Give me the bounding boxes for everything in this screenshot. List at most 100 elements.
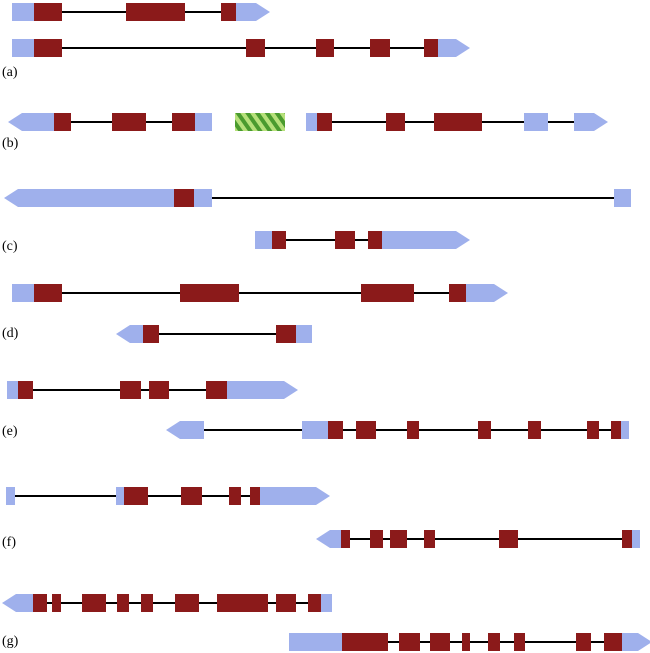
exon-block <box>126 3 185 21</box>
utr-arrow-right <box>234 3 270 21</box>
utr-arrow-right <box>224 381 298 399</box>
panel-label-e: (e) <box>2 424 18 439</box>
exon-block <box>399 633 420 651</box>
utr-arrow-right <box>258 487 330 505</box>
utr-block <box>12 39 36 57</box>
exon-block <box>206 381 227 399</box>
exon-block <box>149 381 169 399</box>
utr-arrow-right <box>618 633 650 651</box>
exon-block <box>120 381 141 399</box>
exon-block <box>514 633 525 651</box>
exon-block <box>356 421 376 439</box>
exon-block <box>434 113 482 131</box>
exon-block <box>141 594 153 612</box>
utr-block <box>12 3 36 21</box>
exon-block <box>478 421 491 439</box>
exon-block <box>229 487 241 505</box>
utr-arrow-left <box>116 325 146 343</box>
panel-label-f: (f) <box>2 535 16 550</box>
exon-block <box>246 39 265 57</box>
exon-block <box>604 633 622 651</box>
utr-block <box>195 113 212 131</box>
exon-block <box>341 530 350 548</box>
utr-arrow-left <box>4 189 178 207</box>
exon-block <box>488 633 500 651</box>
exon-block <box>317 113 332 131</box>
exon-block <box>276 325 296 343</box>
exon-block <box>424 39 438 57</box>
exon-block <box>250 487 260 505</box>
exon-block <box>54 113 71 131</box>
exon-block <box>328 421 343 439</box>
exon-block <box>181 487 202 505</box>
exon-block <box>34 284 62 302</box>
panel-label-a: (a) <box>2 65 18 80</box>
utr-arrow-left <box>8 113 56 131</box>
exon-block <box>18 381 33 399</box>
exon-block <box>622 530 632 548</box>
utr-arrow-left <box>316 530 344 548</box>
exon-block <box>370 39 390 57</box>
utr-arrow-left <box>2 594 36 612</box>
utr-block <box>306 113 320 131</box>
exon-block <box>576 633 591 651</box>
panel-label-g: (g) <box>2 634 19 649</box>
utr-block <box>524 113 548 131</box>
utr-block <box>294 325 312 343</box>
exon-block <box>143 325 159 343</box>
exon-block <box>386 113 405 131</box>
utr-block <box>320 594 332 612</box>
exon-block <box>342 633 388 651</box>
utr-block <box>614 189 631 207</box>
utr-arrow-right <box>437 39 470 57</box>
exon-block <box>33 594 47 612</box>
utr-block <box>618 421 629 439</box>
exon-block <box>34 39 62 57</box>
utr-block <box>12 284 36 302</box>
exon-block <box>316 39 334 57</box>
striped-element <box>235 113 285 131</box>
exon-block <box>217 594 268 612</box>
exon-block <box>112 113 146 131</box>
exon-block <box>180 284 239 302</box>
panel-label-d: (d) <box>2 326 19 341</box>
exon-block <box>587 421 599 439</box>
exon-block <box>449 284 466 302</box>
utr-block <box>255 231 275 249</box>
exon-block <box>370 530 383 548</box>
exon-block <box>308 594 321 612</box>
exon-block <box>462 633 470 651</box>
exon-block <box>528 421 541 439</box>
panel-label-b: (b) <box>2 136 19 151</box>
exon-block <box>361 284 414 302</box>
exon-block <box>390 530 407 548</box>
exon-block <box>335 231 355 249</box>
exon-block <box>172 113 195 131</box>
panel-label-c: (c) <box>2 239 18 254</box>
utr-arrow-right <box>574 113 608 131</box>
exon-block <box>175 594 199 612</box>
utr-block <box>192 189 212 207</box>
utr-arrow-right <box>462 284 508 302</box>
exon-block <box>124 487 148 505</box>
utr-block <box>116 487 126 505</box>
exon-block <box>499 530 518 548</box>
exon-block <box>424 530 435 548</box>
exon-block <box>82 594 106 612</box>
exon-block <box>117 594 129 612</box>
exon-block <box>34 3 62 21</box>
utr-block <box>6 487 15 505</box>
utr-block <box>302 421 330 439</box>
utr-arrow-left <box>166 421 204 439</box>
exon-block <box>276 594 296 612</box>
exon-block <box>407 421 419 439</box>
exon-block <box>52 594 61 612</box>
exon-block <box>221 3 236 21</box>
exon-block <box>272 231 286 249</box>
exon-block <box>174 189 194 207</box>
utr-arrow-right <box>380 231 470 249</box>
exon-block <box>611 421 621 439</box>
exon-block <box>430 633 450 651</box>
utr-block <box>289 633 344 651</box>
